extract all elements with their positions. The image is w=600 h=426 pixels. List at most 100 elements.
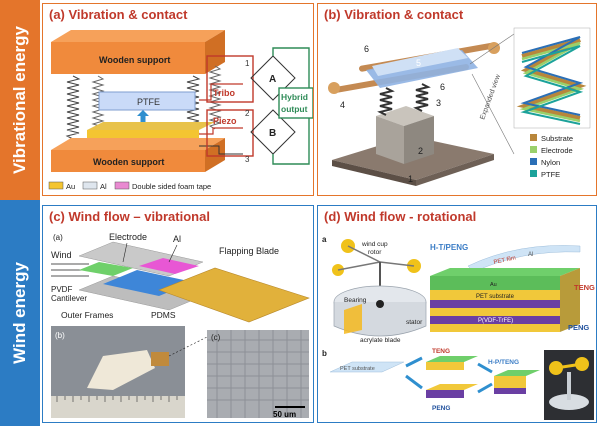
piezo-box xyxy=(206,109,254,157)
legend-au-swatch xyxy=(48,181,64,190)
electrode-label: Electrode xyxy=(109,232,147,242)
wooden-support-top-front xyxy=(51,42,205,74)
panel-a: (a) Vibration & contact PTFE Wooden supp… xyxy=(42,3,314,196)
panel-a-title: (a) Vibration & contact xyxy=(49,7,188,22)
wind-cup-label: wind cup xyxy=(361,241,388,248)
panel-d-title: (d) Wind flow - rotational xyxy=(324,209,477,224)
wooden-support-top-face xyxy=(51,30,225,42)
pvdf-cantilever xyxy=(79,262,133,276)
part-2: 2 xyxy=(418,146,423,156)
legend-nylon-swatch xyxy=(530,158,537,165)
part-5: 5 xyxy=(416,58,421,68)
pet-film-label: PET film xyxy=(493,255,516,266)
legend-ptfe: PTFE xyxy=(541,170,560,179)
cup-arm-3 xyxy=(337,261,381,271)
vibrational-energy-label: Vibrational energy xyxy=(10,25,29,175)
part-3: 3 xyxy=(436,98,441,108)
bridge-a-label: A xyxy=(269,74,276,85)
end-knob-right xyxy=(488,42,500,54)
output-label: output xyxy=(281,104,308,114)
b-hybrid-purple xyxy=(494,388,526,394)
pdms-label: PDMS xyxy=(151,310,176,320)
b-teng-stack xyxy=(426,356,478,362)
sub-a-label: a xyxy=(322,235,327,244)
wooden-support-bottom-label: Wooden support xyxy=(93,157,164,167)
expanded-view-label: Expanded view xyxy=(479,73,502,121)
piezo-wire xyxy=(199,127,243,135)
spring-right-back xyxy=(208,65,222,130)
ruler-ticks xyxy=(56,396,178,402)
pvdf-label: PVDF xyxy=(51,285,72,294)
flow-arrow-3 xyxy=(477,362,493,374)
hybrid-output-box xyxy=(278,87,313,119)
b-teng-label: TENG xyxy=(432,348,450,355)
b-teng-body xyxy=(426,362,464,370)
legend-ptfe-swatch xyxy=(530,170,537,177)
sem-image xyxy=(207,330,309,418)
electrode-pointer xyxy=(122,242,128,263)
legend-electrode-swatch xyxy=(530,146,537,153)
b-hybrid-body xyxy=(494,376,526,388)
part-6b: 6 xyxy=(440,82,445,92)
flapping-blade-label: Flapping Blade xyxy=(219,246,279,256)
spring-right xyxy=(413,83,431,112)
stack-gold-3 xyxy=(430,324,560,332)
photo-ruler xyxy=(51,396,185,418)
legend-electrode: Electrode xyxy=(541,146,573,155)
wooden-support-top-side xyxy=(205,30,225,74)
panel-c-diagram: (a) Wind Electrode Al Flapping Blade PVD… xyxy=(51,232,310,419)
wooden-support-bottom-face xyxy=(51,138,225,150)
stack-top xyxy=(430,268,580,276)
panel-c-title: (c) Wind flow – vibrational xyxy=(49,209,210,224)
legend-al-swatch xyxy=(82,181,98,190)
device-chip xyxy=(151,352,169,366)
panel-a-diagram: PTFE Wooden support Wooden support Tribo… xyxy=(48,30,313,191)
stack-gold-2 xyxy=(430,308,560,316)
bridge-b-label: B xyxy=(269,128,276,139)
b-peng-label: PENG xyxy=(432,405,450,412)
ptfe-label: PTFE xyxy=(137,97,160,107)
pet-al-label: Al xyxy=(528,252,533,258)
device-body xyxy=(87,350,155,390)
panel-b-title: (b) Vibration & contact xyxy=(324,7,464,22)
piezo-stack-top xyxy=(87,122,215,130)
panel-c: (c) Wind flow – vibrational (a) Wind Ele… xyxy=(42,205,314,423)
column-front xyxy=(376,116,404,164)
prototype-shaft xyxy=(567,372,571,400)
tribo-wire xyxy=(199,83,243,101)
flapping-blade xyxy=(158,267,310,323)
b-hybrid-stack xyxy=(494,370,540,376)
bearing-label: Bearing xyxy=(344,297,367,304)
acrylate-blade xyxy=(344,304,362,334)
column-top xyxy=(376,106,434,126)
ptfe-layer xyxy=(98,91,196,111)
htpeng-label: H-T/PENG xyxy=(430,243,468,252)
outer-frames-label: Outer Frames xyxy=(61,310,113,320)
flow-arrow-2 xyxy=(405,374,423,390)
peng-label: PENG xyxy=(568,323,589,332)
stator-label: stator xyxy=(406,319,423,326)
stack-green xyxy=(430,276,560,290)
wind-energy-band: Wind energy xyxy=(0,200,40,426)
end-knob-left xyxy=(328,82,340,94)
b-peng-body xyxy=(426,390,464,398)
flow-arrow-1 xyxy=(405,356,423,368)
zigzag-electrode xyxy=(519,41,585,123)
teng-label: TENG xyxy=(574,283,595,292)
panel-d: (d) Wind flow - rotational a b wind cup … xyxy=(317,205,597,423)
panel-b-diagram: 6 4 5 6 3 2 1 Expanded view Substrate El… xyxy=(328,27,591,186)
sub-c-label: (c) xyxy=(211,333,221,342)
prototype-base xyxy=(549,394,589,410)
acrylate-label: acrylate blade xyxy=(360,337,401,344)
b-pet-label: PET substrate xyxy=(340,366,375,372)
flow-arrow-4 xyxy=(477,382,493,394)
b-peng-stack xyxy=(426,384,478,390)
panel-b: (b) Vibration & contact 6 4 5 6 3 2 1 Ex… xyxy=(317,3,597,196)
base-plate-edge-right xyxy=(416,154,494,186)
pvdf-trfe-label: P(VDF-TrFE) xyxy=(478,318,513,324)
tribo-label: Tribo xyxy=(213,88,236,98)
b-pet-substrate xyxy=(329,361,405,373)
sub-a-label: (a) xyxy=(53,233,63,242)
legend-substrate: Substrate xyxy=(541,134,573,143)
cup-arm-2 xyxy=(379,261,415,267)
